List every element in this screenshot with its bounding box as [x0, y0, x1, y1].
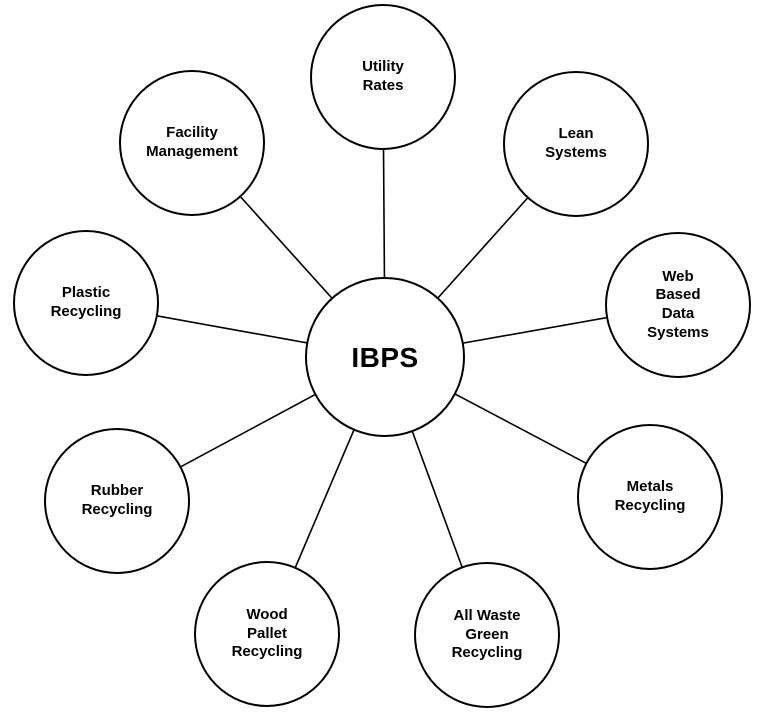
node-wood-pallet-recycling: Wood Pallet Recycling — [194, 561, 340, 707]
node-utility-rates: Utility Rates — [310, 4, 456, 150]
node-label-lean-systems: Lean Systems — [545, 125, 607, 161]
node-web-based-data-systems: Web Based Data Systems — [605, 232, 751, 378]
node-facility-management: Facility Management — [119, 70, 265, 216]
node-label-metals-recycling: Metals Recycling — [614, 478, 686, 514]
node-label-rubber-recycling: Rubber Recycling — [81, 482, 153, 518]
node-hub-ibps: IBPS — [305, 277, 465, 437]
node-plastic-recycling: Plastic Recycling — [13, 230, 159, 376]
node-lean-systems: Lean Systems — [503, 71, 649, 217]
node-label-utility-rates: Utility Rates — [362, 58, 404, 94]
node-all-waste-green-recycling: All Waste Green Recycling — [414, 562, 560, 708]
node-label-all-waste-green-recycling: All Waste Green Recycling — [451, 606, 523, 662]
node-metals-recycling: Metals Recycling — [577, 424, 723, 570]
node-rubber-recycling: Rubber Recycling — [44, 428, 190, 574]
node-label-hub-ibps: IBPS — [351, 341, 419, 373]
node-label-facility-management: Facility Management — [146, 124, 238, 160]
node-label-web-based-data-systems: Web Based Data Systems — [647, 267, 709, 341]
node-label-wood-pallet-recycling: Wood Pallet Recycling — [231, 605, 303, 661]
node-label-plastic-recycling: Plastic Recycling — [50, 284, 122, 320]
